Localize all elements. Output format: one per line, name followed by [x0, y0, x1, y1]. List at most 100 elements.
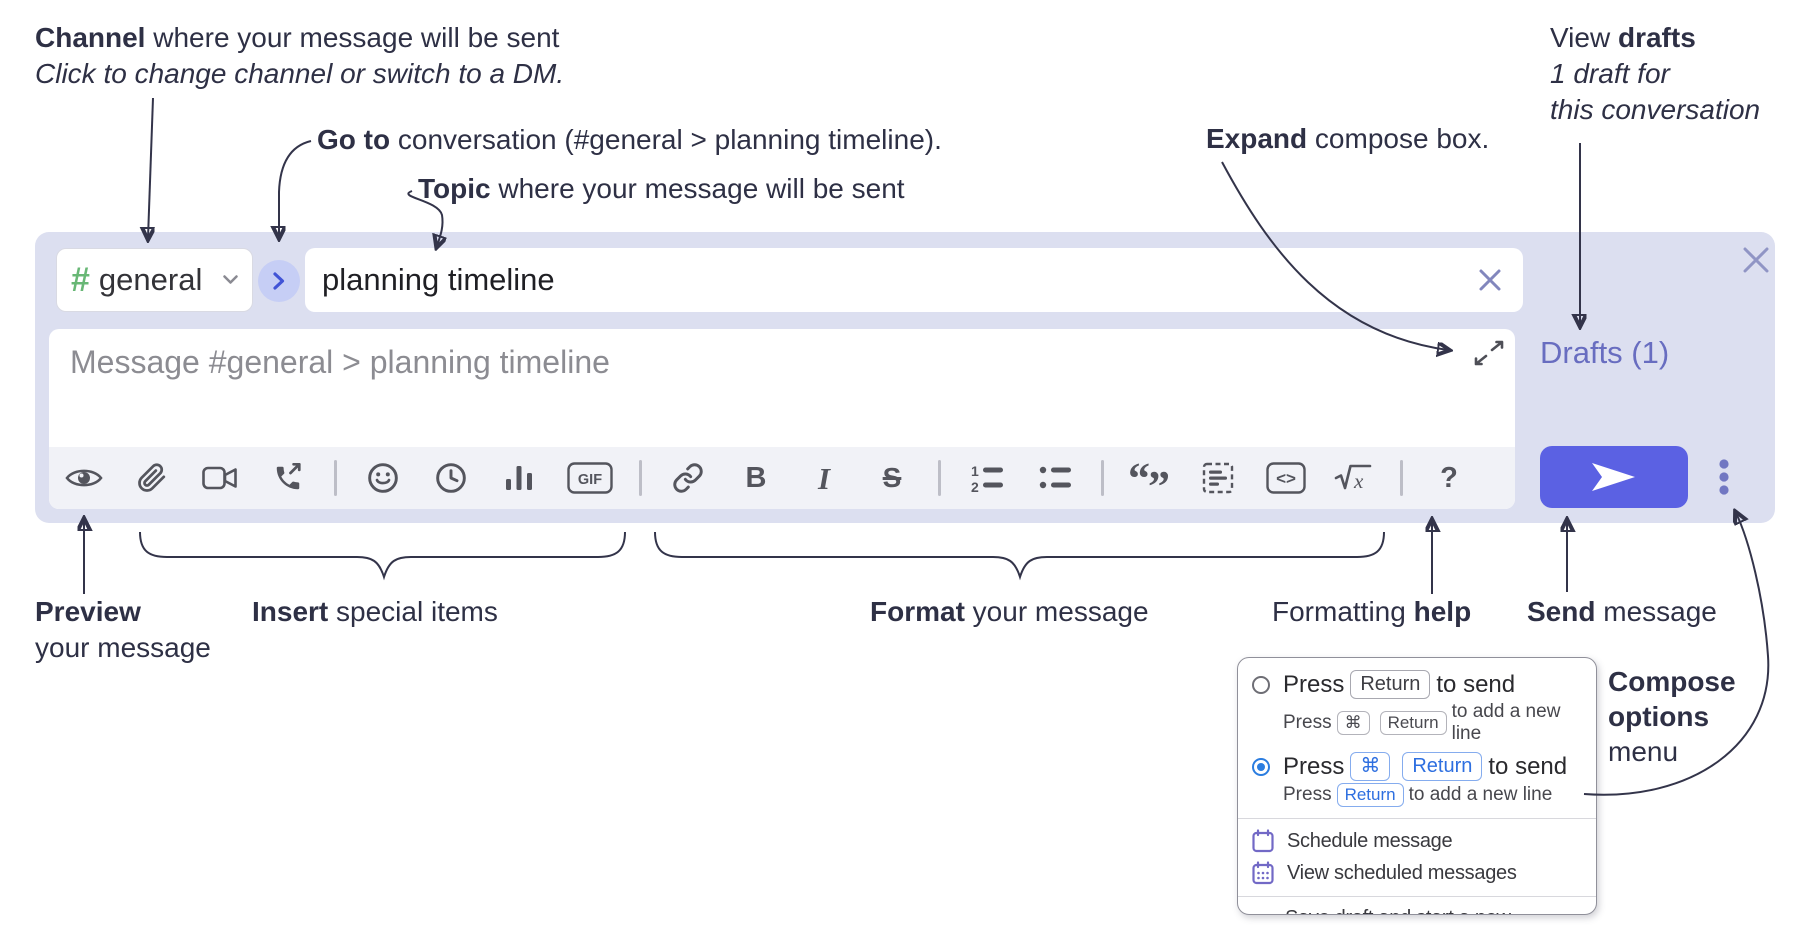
- close-icon: [1479, 269, 1501, 291]
- math-button[interactable]: x: [1332, 456, 1376, 500]
- calendar-icon: [1252, 829, 1274, 853]
- toolbar-divider: [938, 460, 941, 496]
- bold-icon: B: [745, 461, 767, 494]
- message-formatting-help-button[interactable]: ?: [1427, 456, 1471, 500]
- channel-selector[interactable]: # general: [56, 248, 253, 312]
- chevron-down-icon: [223, 275, 238, 284]
- chevron-right-icon: [273, 272, 285, 290]
- link-button[interactable]: [666, 456, 710, 500]
- annotation-expand: Expand compose box.: [1206, 123, 1490, 154]
- expand-diagonal-icon: [1474, 340, 1504, 366]
- arrow-goto: [279, 140, 312, 237]
- clock-icon: [436, 463, 466, 493]
- toolbar-divider: [334, 460, 337, 496]
- code-icon: <>: [1266, 462, 1306, 494]
- add-gif-button[interactable]: GIF: [565, 456, 615, 500]
- message-placeholder: Message #general > planning timeline: [70, 344, 610, 380]
- close-icon: [1743, 247, 1769, 273]
- close-compose-button[interactable]: [1740, 244, 1772, 276]
- bar-chart-icon: [506, 466, 532, 490]
- radio-selected-icon[interactable]: [1252, 757, 1270, 776]
- kbd-return: Return: [1336, 783, 1404, 807]
- topic-value: planning timeline: [322, 262, 555, 297]
- quote-button[interactable]: “ ”: [1128, 456, 1172, 500]
- kbd-return: Return: [1379, 711, 1447, 735]
- video-camera-icon: [202, 466, 237, 490]
- brace-format: [654, 531, 1385, 581]
- option-enter-sends[interactable]: Press Return to send: [1238, 667, 1596, 700]
- annotation-preview: Preview your message: [35, 596, 211, 663]
- math-sqrt-icon: x: [1334, 464, 1372, 493]
- option-cmd-enter-sends[interactable]: Press ⌘ Return to send: [1238, 749, 1596, 782]
- bold-button[interactable]: B: [734, 456, 778, 500]
- svg-text:x: x: [1353, 469, 1364, 493]
- radio-unselected-icon[interactable]: [1252, 675, 1270, 694]
- menu-item-view-scheduled-messages[interactable]: View scheduled messages: [1238, 857, 1596, 889]
- send-button[interactable]: [1540, 446, 1688, 508]
- attach-file-button[interactable]: [130, 456, 174, 500]
- quote-icon: “ ”: [1130, 463, 1170, 493]
- kbd-return: Return: [1350, 670, 1431, 699]
- spoiler-icon: [1202, 462, 1234, 494]
- add-poll-button[interactable]: [497, 456, 541, 500]
- spoiler-button[interactable]: [1196, 456, 1240, 500]
- annotation-format: Format your message: [870, 596, 1149, 627]
- svg-text:1: 1: [971, 463, 979, 479]
- preview-button[interactable]: [62, 456, 106, 500]
- kbd-cmd: ⌘: [1336, 711, 1370, 735]
- annotation-insert: Insert special items: [252, 596, 498, 627]
- svg-text:2: 2: [971, 479, 979, 493]
- message-compose-area[interactable]: Message #general > planning timeline: [49, 329, 1515, 509]
- strikethrough-button[interactable]: S: [870, 456, 914, 500]
- bulleted-list-button[interactable]: [1033, 456, 1077, 500]
- menu-item-save-draft[interactable]: Save draft and start a new message: [1238, 903, 1596, 914]
- menu-item-schedule-message[interactable]: Schedule message: [1238, 825, 1596, 857]
- vertical-ellipsis-icon: [1719, 459, 1729, 495]
- annotation-channel-bold: Channel: [35, 22, 146, 53]
- channel-hash-icon: #: [71, 261, 90, 299]
- compose-options-menu: Press Return to send Press ⌘ Return to a…: [1237, 657, 1597, 915]
- italic-icon: I: [817, 460, 831, 496]
- paperclip-icon: [138, 463, 166, 492]
- smiley-icon: [368, 463, 398, 493]
- kbd-return: Return: [1402, 752, 1483, 781]
- brace-insert: [139, 531, 626, 581]
- send-paper-plane-icon: [1592, 463, 1635, 491]
- add-global-time-button[interactable]: [429, 456, 473, 500]
- arrow-channel: [148, 97, 153, 238]
- emoji-button[interactable]: [361, 456, 405, 500]
- menu-divider: [1238, 896, 1596, 897]
- menu-divider: [1238, 818, 1596, 819]
- bulleted-list-icon: [1039, 466, 1071, 489]
- svg-text:GIF: GIF: [578, 472, 602, 488]
- svg-text:“: “: [1130, 463, 1150, 493]
- kbd-cmd: ⌘: [1350, 752, 1391, 781]
- video-call-button[interactable]: [198, 456, 242, 500]
- strikethrough-icon: S: [882, 462, 902, 493]
- go-to-conversation-button[interactable]: [258, 260, 300, 302]
- numbered-list-icon: 1 2: [971, 463, 1003, 493]
- voice-call-button[interactable]: [266, 456, 310, 500]
- clear-topic-button[interactable]: [1474, 264, 1506, 296]
- phone-call-icon: [276, 463, 301, 490]
- compose-toolbar: GIF B I S: [49, 447, 1515, 509]
- eye-icon: [65, 469, 103, 487]
- calendar-grid-icon: [1252, 861, 1274, 885]
- expand-compose-button[interactable]: [1471, 337, 1507, 369]
- numbered-list-button[interactable]: 1 2: [965, 456, 1009, 500]
- annotation-view-drafts: View drafts 1 draft for this conversatio…: [1550, 22, 1761, 125]
- annotation-channel-line2: Click to change channel or switch to a D…: [35, 58, 565, 89]
- link-icon: [673, 463, 703, 493]
- toolbar-divider: [639, 460, 642, 496]
- topic-input[interactable]: planning timeline: [305, 248, 1523, 312]
- drafts-link[interactable]: Drafts (1): [1540, 335, 1670, 370]
- channel-name: general: [98, 262, 203, 297]
- code-button[interactable]: <>: [1264, 456, 1308, 500]
- toolbar-divider: [1400, 460, 1403, 496]
- gif-icon: GIF: [567, 462, 613, 494]
- italic-button[interactable]: I: [802, 456, 846, 500]
- annotation-topic: Topic where your message will be sent: [418, 173, 905, 204]
- compose-options-menu-button[interactable]: [1710, 456, 1738, 498]
- question-mark-icon: ?: [1440, 461, 1458, 494]
